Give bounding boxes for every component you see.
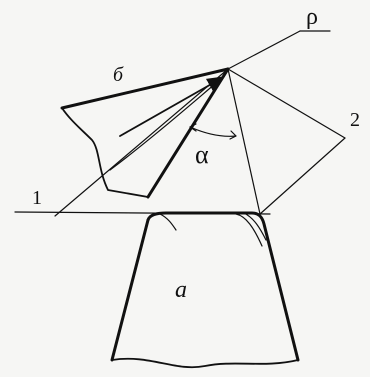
label-2: 2 <box>350 109 360 131</box>
edge-trace-1 <box>235 213 263 247</box>
label-alpha: α <box>195 140 209 169</box>
line-1 <box>54 68 229 217</box>
label-rho: ρ <box>306 4 318 30</box>
label-a: a <box>175 277 187 303</box>
line-rho <box>227 30 301 70</box>
chip-upper-edge <box>60 67 230 110</box>
rake-face-edge <box>146 67 230 199</box>
line-2-upper <box>227 68 346 139</box>
edge-trace-2 <box>243 212 267 241</box>
edge-trace-3 <box>159 213 177 231</box>
label-b: б <box>113 64 124 86</box>
workpiece-bottom <box>111 357 299 369</box>
line-2-lower <box>259 137 346 215</box>
normal-line <box>227 68 261 215</box>
alpha-arrow-right <box>229 130 237 140</box>
alpha-arrow-left <box>189 123 197 132</box>
label-1: 1 <box>32 187 42 209</box>
workpiece-outline <box>146 211 300 362</box>
flow-arrow <box>119 76 226 137</box>
workpiece-left-side <box>110 218 150 362</box>
alpha-arc <box>189 126 237 137</box>
chip-outline <box>61 68 229 198</box>
flow-arrow-shaft-shadow <box>109 77 223 171</box>
